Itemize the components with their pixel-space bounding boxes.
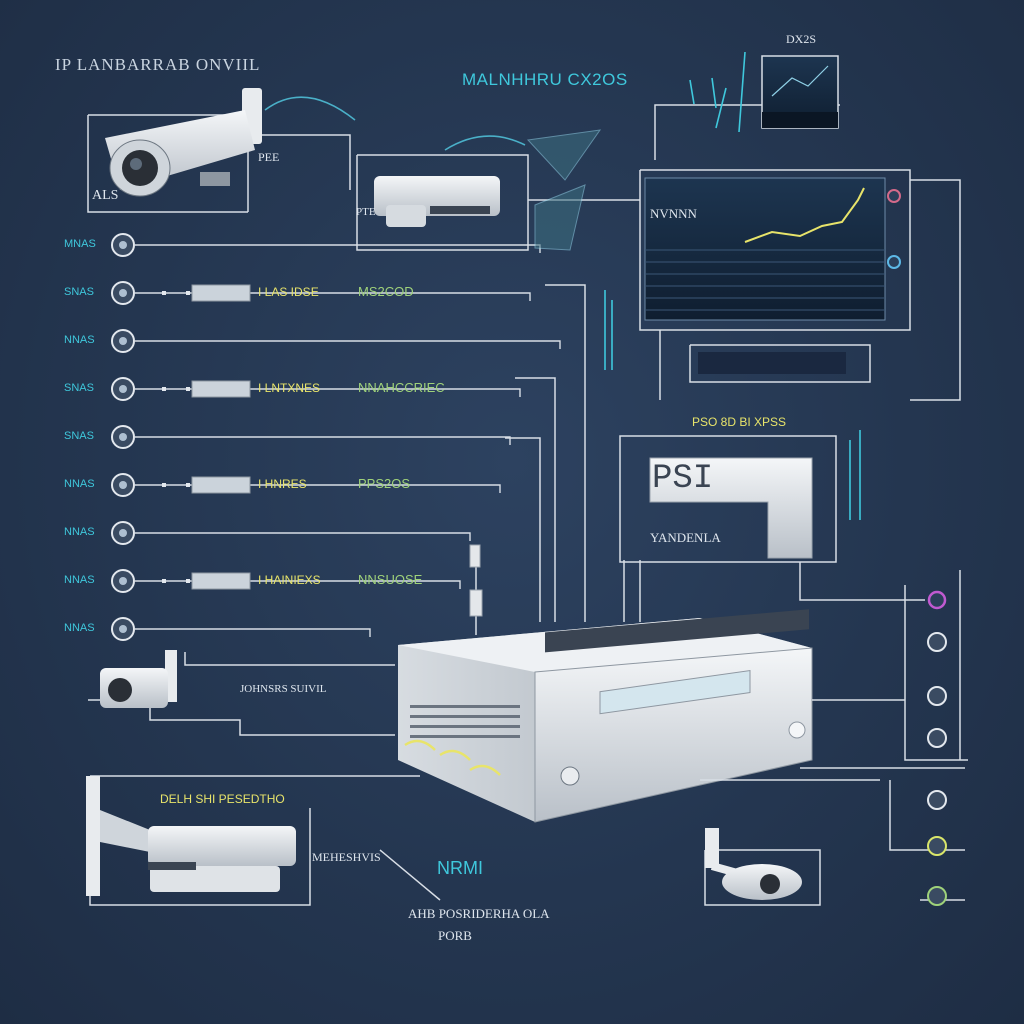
cable-connector-icon [191,284,251,302]
camera-small-icon [100,650,177,708]
analytics-screen [644,177,901,321]
channel-row-E [111,425,511,449]
ip-camera-icon [105,88,262,197]
label-pso: PSO 8D BI XPSS [692,415,787,429]
label-yandenla: YANDENLA [650,530,721,545]
cable-connector-icon [191,572,251,590]
wall-camera-icon [86,776,296,896]
channel-rows [111,233,561,641]
diagram-title: IP LANBARRAB ONVIIL [55,55,261,74]
label-nrmi: NRMI [437,858,483,878]
frame-camera-1 [87,104,961,401]
channel-row-B [111,281,531,305]
label-pte: PTE [356,206,376,218]
status-bar [698,352,846,374]
cable-connector-icon [191,380,251,398]
mini-monitor [761,55,839,129]
channel-tag: SNAS [64,382,94,394]
cable-connector-icon [191,476,251,494]
top-right-code: DX2S [786,32,817,46]
channel-wire [134,244,541,253]
cable-dot [162,483,166,487]
port-core [119,289,127,297]
label-mehe: MEHESHVIS [312,850,381,864]
label-als: ALS [92,188,119,203]
psu-panel [619,435,925,601]
connector-icon [469,544,483,617]
cable-dot [186,579,190,583]
cable-dot [162,291,166,295]
channel-tag: SNAS [64,286,94,298]
channel-row-I [111,617,371,641]
channel-wire [134,292,531,301]
signal-beams [526,129,602,251]
label-johns: JOHNSRS SUIVIL [240,683,327,695]
channel-tag: NNAS [64,334,95,346]
channel-row-F [111,473,501,497]
output-connectors [700,570,968,901]
channel-cable-label: I LNTXNES [258,381,321,395]
channel-cable-label: I HNRES [258,477,307,491]
channel-row-C [111,329,561,353]
cable-connectors [264,51,861,520]
dome-camera-icon [705,828,802,900]
channel-wire [134,532,471,541]
channel-row-H [111,569,461,593]
port-core [119,337,127,345]
channel-tag: NNAS [64,478,95,490]
nvr-device [398,609,813,823]
channel-cable-label: I HAINIEXS [258,573,321,587]
port-core [119,577,127,585]
label-ahb: AHB POSRIDERHA OLA [408,906,550,921]
channel-tag: MNAS [64,238,96,250]
cable-dot [186,387,190,391]
channel-wire [134,628,371,637]
channel-row-D [111,377,521,401]
cable-dot [186,483,190,487]
channel-code-label: NNAHCCRIEC [358,380,445,395]
port-core [119,433,127,441]
channel-cable-label: I LAS IDSE [258,285,319,299]
channel-row-G [111,521,471,545]
channel-tag: NNAS [64,622,95,634]
label-delh: DELH SHI PESEDTHO [160,792,285,806]
port-core [119,529,127,537]
channel-tag: NNAS [64,526,95,538]
psu-display: PSI [652,460,714,498]
cable-dot [162,579,166,583]
port-core [119,385,127,393]
cable-dot [186,291,190,295]
channel-tag: NNAS [64,574,95,586]
port-core [119,481,127,489]
cable-dot [162,387,166,391]
bullet-camera-icon [374,176,500,227]
channel-wire [134,436,511,445]
channel-row-A [111,233,541,257]
connector-ports [927,590,947,906]
label-porb: PORB [438,928,472,943]
label-nvnnn: NVNNN [650,206,697,221]
channel-code-label: NNSUOSE [358,572,423,587]
channel-code-label: MS2COD [358,284,414,299]
port-core [119,625,127,633]
diagram-subtitle: MALNHHRU CX2OS [462,70,628,89]
label-pee: PEE [258,150,280,164]
feeder-lines [475,284,661,635]
channel-tag: SNAS [64,430,94,442]
channel-wire [134,388,521,397]
channel-wire [134,340,561,349]
port-core [119,241,127,249]
channel-code-label: PPS2OS [358,476,411,491]
channel-wire [134,484,501,493]
